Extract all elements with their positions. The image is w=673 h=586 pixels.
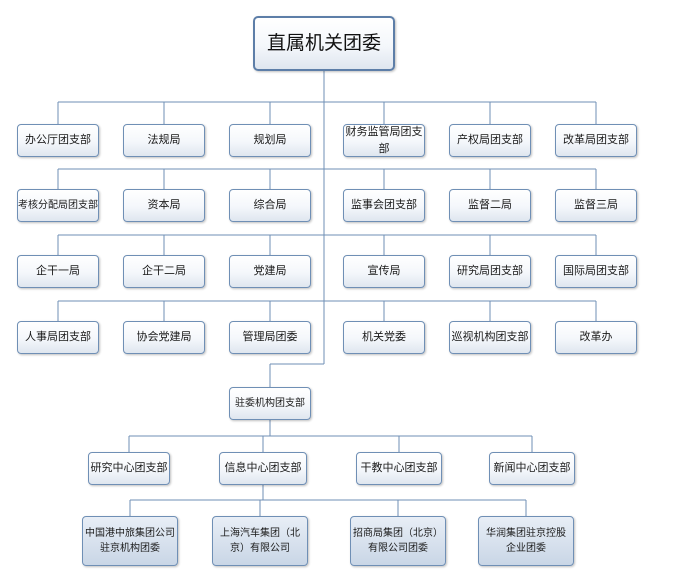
node-office-branch: 办公厅团支部 bbox=[17, 124, 99, 157]
node-international-branch: 国际局团支部 bbox=[555, 255, 637, 288]
node-info-center: 信息中心团支部 bbox=[219, 452, 307, 485]
node-training-center: 干教中心团支部 bbox=[356, 452, 442, 485]
node-association-party: 协会党建局 bbox=[123, 321, 205, 354]
node-ctg-enterprise: 中国港中旅集团公司 驻京机构团委 bbox=[82, 516, 178, 566]
node-organ-party: 机关党委 bbox=[343, 321, 425, 354]
node-inspection-branch: 巡视机构团支部 bbox=[449, 321, 531, 354]
node-saic-enterprise: 上海汽车集团（北 京）有限公司 bbox=[212, 516, 308, 566]
node-planning-bureau: 规划局 bbox=[229, 124, 311, 157]
node-supervisory-branch: 监事会团支部 bbox=[343, 189, 425, 222]
node-research-branch: 研究局团支部 bbox=[449, 255, 531, 288]
node-cmg-enterprise: 招商局集团（北京） 有限公司团委 bbox=[350, 516, 446, 566]
node-enterprise-cadre-2: 企干二局 bbox=[123, 255, 205, 288]
node-assessment-branch: 考核分配局团支部 bbox=[17, 189, 99, 222]
node-supervision-2: 监督二局 bbox=[449, 189, 531, 222]
node-admin-committee: 管理局团委 bbox=[229, 321, 311, 354]
node-resident-branch: 驻委机构团支部 bbox=[229, 387, 311, 420]
node-news-center: 新闻中心团支部 bbox=[489, 452, 575, 485]
node-research-center: 研究中心团支部 bbox=[88, 452, 170, 485]
node-reform-office: 改革办 bbox=[555, 321, 637, 354]
node-party-building: 党建局 bbox=[229, 255, 311, 288]
node-reform-branch: 改革局团支部 bbox=[555, 124, 637, 157]
node-legal-bureau: 法规局 bbox=[123, 124, 205, 157]
node-property-branch: 产权局团支部 bbox=[449, 124, 531, 157]
node-personnel-branch: 人事局团支部 bbox=[17, 321, 99, 354]
node-supervision-3: 监督三局 bbox=[555, 189, 637, 222]
node-finance-branch: 财务监管局团支部 bbox=[343, 124, 425, 157]
node-general-bureau: 综合局 bbox=[229, 189, 311, 222]
node-enterprise-cadre-1: 企干一局 bbox=[17, 255, 99, 288]
root-node: 直属机关团委 bbox=[253, 16, 395, 71]
node-cr-enterprise: 华润集团驻京控股 企业团委 bbox=[478, 516, 574, 566]
node-publicity-bureau: 宣传局 bbox=[343, 255, 425, 288]
node-capital-bureau: 资本局 bbox=[123, 189, 205, 222]
